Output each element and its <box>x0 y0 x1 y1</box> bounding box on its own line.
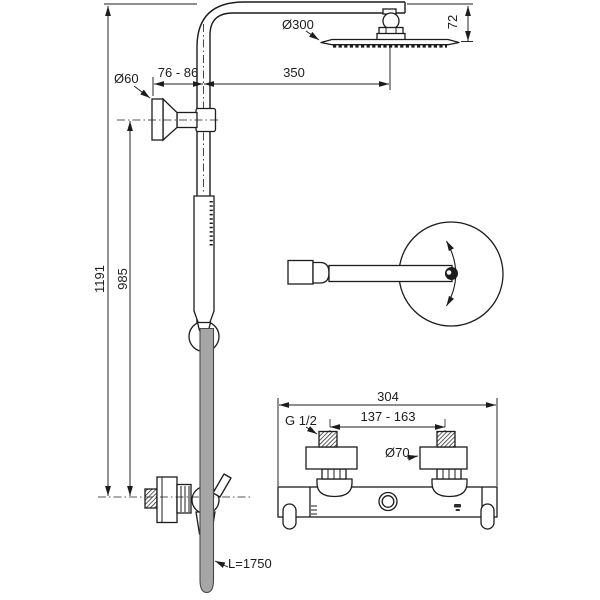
leader-head-diameter <box>305 30 320 41</box>
mixer-side-view <box>98 473 252 535</box>
hand-shower <box>193 195 215 332</box>
label-arm-reach: 350 <box>283 65 305 80</box>
label-hose-length: L=1750 <box>228 556 272 571</box>
brand-mark-icon <box>454 504 461 511</box>
label-total-height: 1191 <box>92 265 107 293</box>
label-head-diameter: Ø300 <box>282 17 314 32</box>
label-thread-size: G 1/2 <box>285 413 317 428</box>
overhead-shower-head <box>320 8 460 48</box>
mixer-front-view <box>277 419 498 530</box>
dimension-annotations <box>104 3 498 568</box>
leader-bracket-diameter <box>133 85 151 99</box>
leader-escutcheon-diameter <box>406 454 419 461</box>
label-escutcheon-diameter: Ø70 <box>385 445 410 460</box>
label-bracket-diameter: Ø60 <box>114 71 139 86</box>
wall-bracket <box>151 97 217 142</box>
rotation-arrow-icon <box>446 240 457 307</box>
label-bracket-height: 985 <box>115 268 130 290</box>
label-wall-offset: 76 - 86 <box>157 65 199 80</box>
riser-and-arm-pipe <box>196 1 406 340</box>
label-valve-width: 304 <box>377 389 399 404</box>
swivel-detail-view <box>287 221 504 327</box>
shower-hose <box>199 327 215 594</box>
leader-thread-size <box>305 426 318 435</box>
label-inlet-spacing: 137 - 163 <box>360 409 416 424</box>
leader-hose-length <box>214 560 229 568</box>
label-head-depth: 72 <box>445 14 460 30</box>
